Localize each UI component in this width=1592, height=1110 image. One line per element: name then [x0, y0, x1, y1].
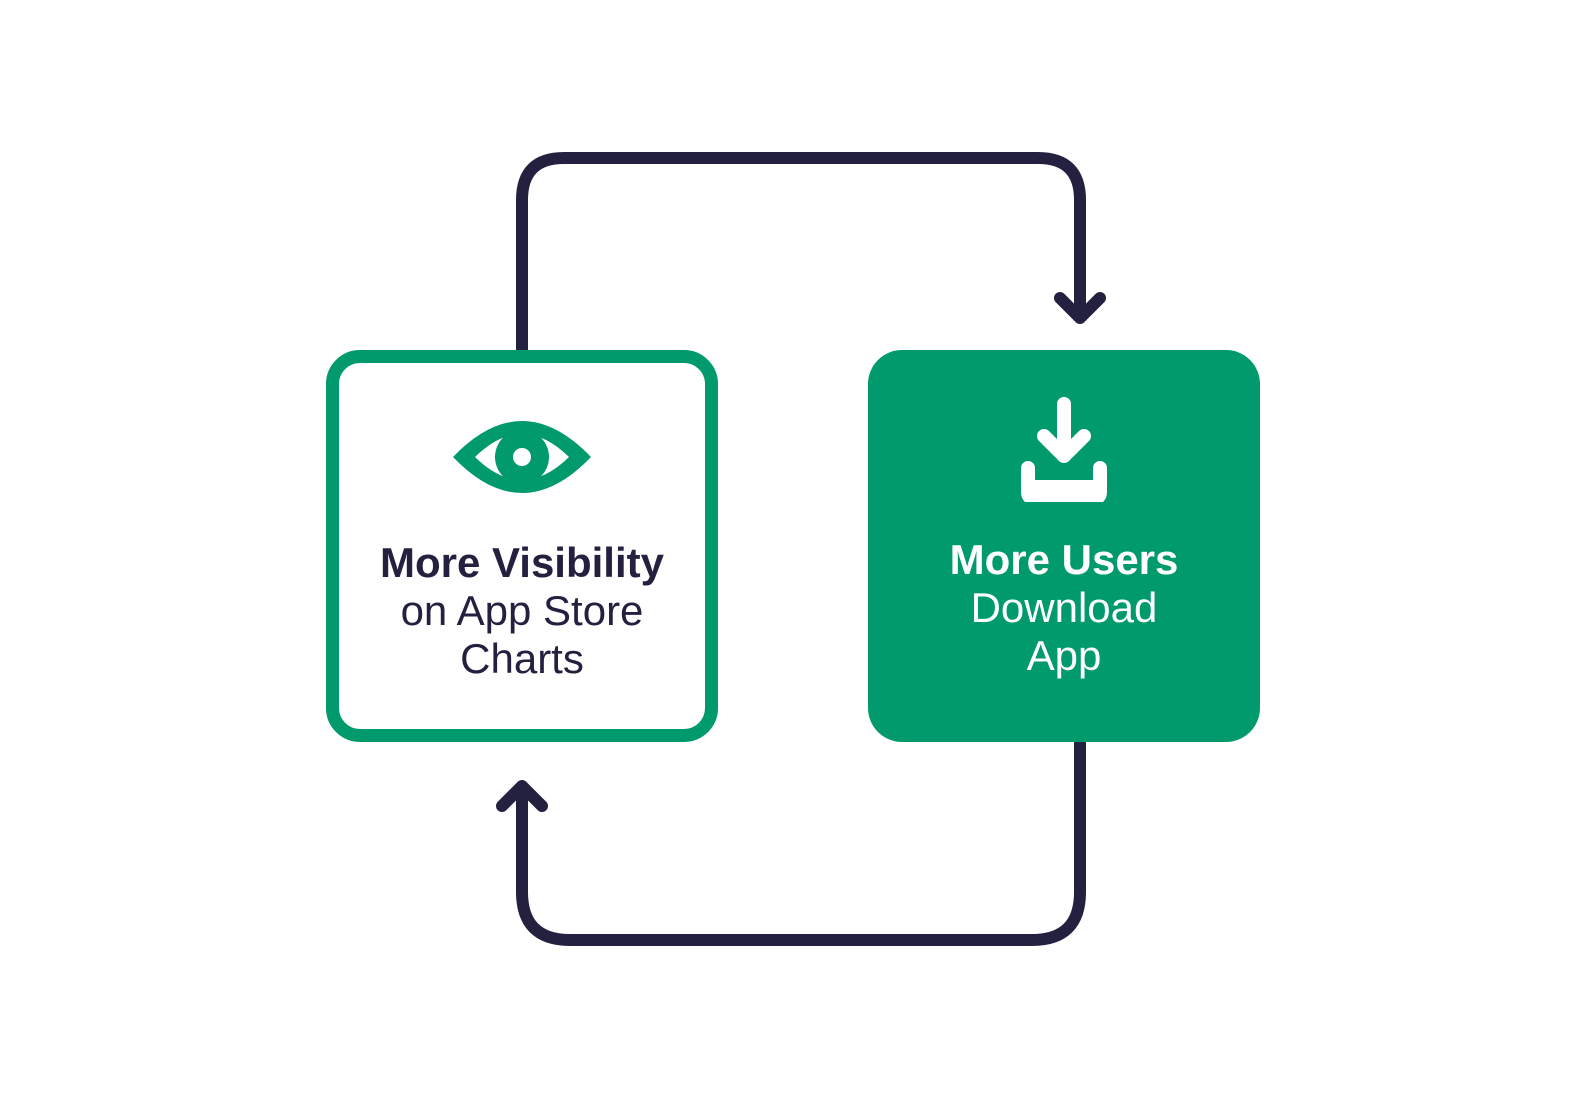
arrowhead-up-icon — [496, 780, 548, 812]
node-title: More Visibility — [380, 539, 664, 586]
eye-icon — [449, 415, 595, 504]
node-subtitle-line1: on App Store — [400, 587, 644, 634]
node-subtitle-line2: App — [1026, 632, 1102, 679]
edge-users-to-visibility — [516, 736, 1086, 946]
arrowhead-down-icon — [1054, 292, 1106, 324]
edge-visibility-to-users — [516, 152, 1086, 358]
node-title: More Users — [949, 536, 1179, 583]
node-more-users: More Users Download App — [868, 350, 1260, 742]
node-more-visibility: More Visibility on App Store Charts — [326, 350, 718, 742]
download-icon — [1019, 396, 1109, 507]
node-subtitle-line2: Charts — [460, 635, 584, 682]
node-subtitle-line1: Download — [970, 584, 1158, 631]
